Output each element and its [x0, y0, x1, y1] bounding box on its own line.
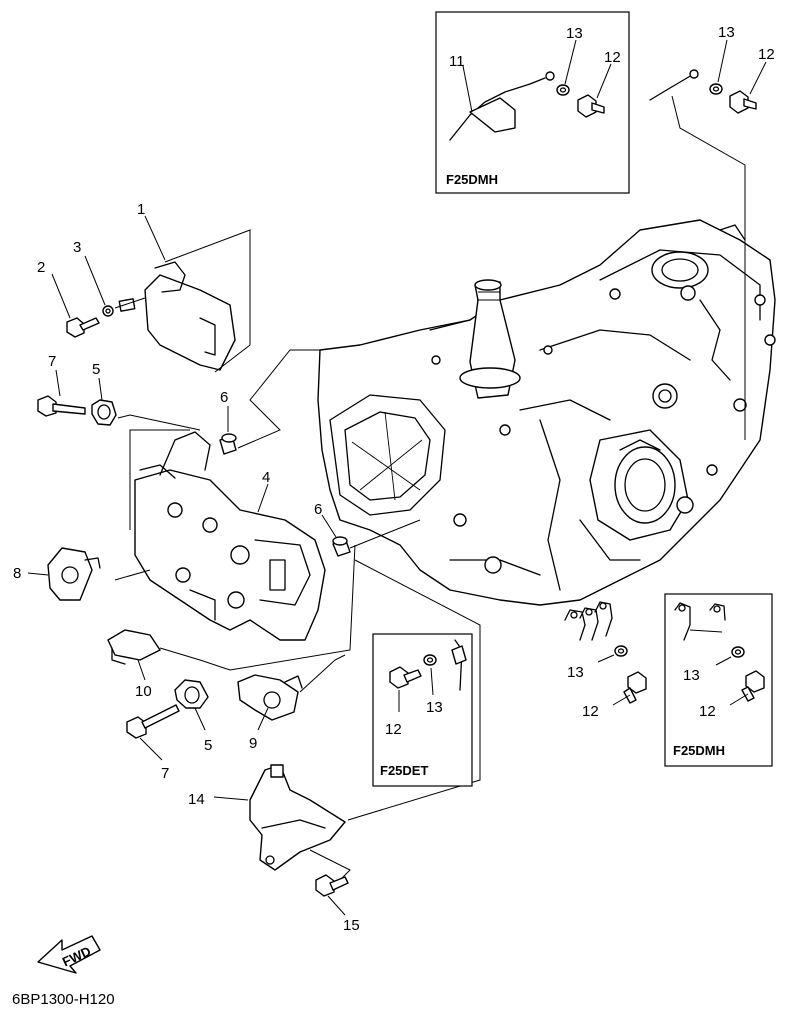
part-3-washer: 3 [73, 239, 146, 317]
part-10-holder: 10 [107, 629, 231, 700]
callout-8: 8 [13, 565, 21, 582]
callout-5: 5 [204, 737, 212, 754]
part-8-clip: 8 [13, 547, 101, 601]
inset-frame [435, 11, 630, 194]
callout-12: 12 [699, 703, 716, 720]
inset-label: F25DMH [673, 743, 725, 758]
callout-12: 12 [385, 721, 402, 738]
part-5-grommet-lower: 5 [174, 679, 212, 754]
washer [709, 83, 723, 95]
part-7-bolt-upper: 7 [37, 353, 86, 417]
part-7-bolt-lower: 7 [126, 704, 180, 782]
callout-5: 5 [92, 361, 100, 378]
bolt [623, 671, 647, 704]
callout-6: 6 [314, 501, 322, 518]
callout-13: 13 [566, 25, 583, 42]
callout-12: 12 [758, 46, 775, 63]
callout-7: 7 [161, 765, 169, 782]
part-6-collar-upper: 6 [219, 349, 320, 455]
lead-wire [449, 77, 546, 141]
part-14-bracket: 14 [188, 764, 351, 881]
inset-top-f25dmh: 11 13 12 F25DMH [435, 11, 630, 194]
callout-10: 10 [135, 683, 152, 700]
inset-label: F25DET [380, 763, 428, 778]
drawing-code: 6BP1300-H120 [12, 991, 115, 1008]
callout-13: 13 [718, 24, 735, 41]
callout-7: 7 [48, 353, 56, 370]
bolt [389, 666, 422, 689]
callout-2: 2 [37, 259, 45, 276]
routing-line [347, 559, 481, 821]
callout-14: 14 [188, 791, 205, 808]
washer [731, 646, 745, 658]
top-right-fasteners: 13 12 [649, 24, 775, 440]
washer [614, 645, 628, 657]
inset-label: F25DMH [446, 172, 498, 187]
engine-block [317, 219, 776, 606]
callout-9: 9 [249, 735, 257, 752]
fwd-label: FWD [60, 943, 93, 969]
callout-15: 15 [343, 917, 360, 934]
bolt [729, 90, 757, 114]
callout-11: 11 [449, 53, 465, 70]
callout-13: 13 [426, 699, 443, 716]
part-2-bolt: 2 [37, 259, 100, 338]
callout-13: 13 [567, 664, 584, 681]
callout-1: 1 [137, 201, 145, 218]
callout-4: 4 [262, 469, 270, 486]
washer [423, 654, 437, 666]
callout-12: 12 [604, 49, 621, 66]
part-15-bolt: 15 [315, 874, 360, 934]
part-4-bracket: 4 [114, 429, 326, 641]
inset-middle-f25det: 12 13 F25DET [372, 633, 473, 787]
wire-terminal [469, 97, 516, 133]
part-6-collar-lower: 6 [314, 501, 421, 557]
bolt [577, 94, 605, 118]
fwd-arrow: FWD [37, 935, 101, 974]
callout-13: 13 [683, 667, 700, 684]
part-5-grommet-upper: 5 [91, 361, 201, 431]
terminals-cluster: 13 12 [564, 601, 647, 720]
routing-line [229, 544, 356, 671]
part-1-module: 1 [118, 201, 251, 373]
part-9-clamp: 9 [237, 654, 346, 752]
callout-3: 3 [73, 239, 81, 256]
washer [556, 84, 570, 96]
inset-right-f25dmh: 13 12 F25DMH [664, 593, 773, 767]
callout-12: 12 [582, 703, 599, 720]
callout-6: 6 [220, 389, 228, 406]
